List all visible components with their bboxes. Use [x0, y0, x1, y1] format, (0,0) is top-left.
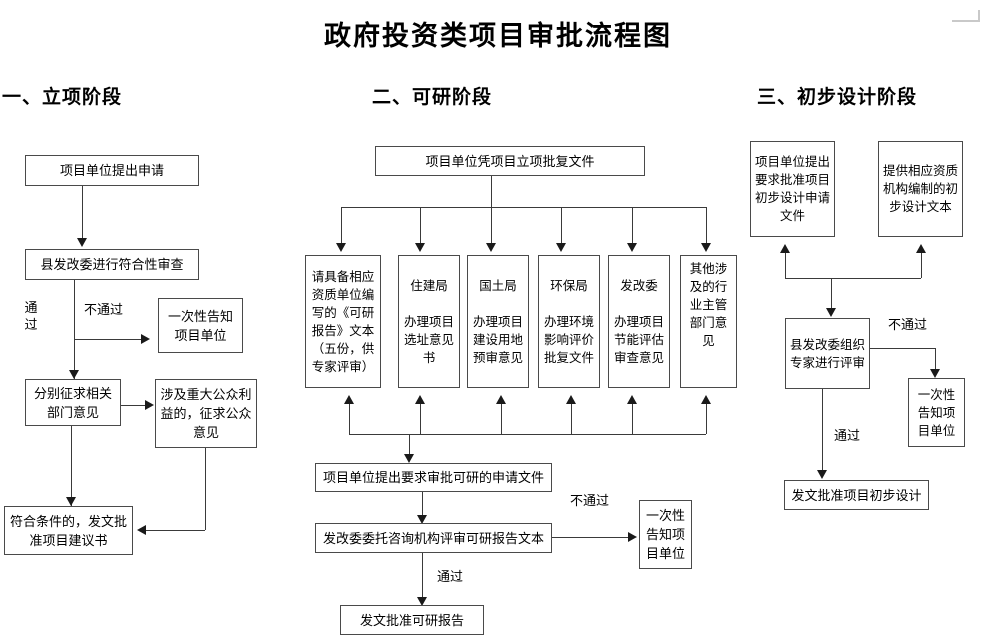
- node-stage2-branch-4[interactable]: 环保局 办理环境影响评价批复文件: [538, 255, 600, 388]
- arrowhead-stage3-expert-approve: [817, 470, 827, 479]
- connector-stage2-root-bus: [491, 176, 492, 207]
- arrowhead-stage1-review-notify: [141, 334, 150, 344]
- node-stage2-root[interactable]: 项目单位凭项目立项批复文件: [375, 146, 645, 176]
- connector-stage2-drop-1: [341, 207, 342, 245]
- node-stage1-apply[interactable]: 项目单位提出申请: [25, 155, 199, 186]
- connector-stage3-merge-bus: [785, 278, 921, 279]
- node-stage1-solicit-depts[interactable]: 分别征求相关部门意见: [25, 379, 121, 426]
- connector-stage2-drop-5: [632, 207, 633, 245]
- arrowhead-stage2-rise-1: [344, 395, 354, 404]
- connector-stage1-review-trunk: [74, 280, 75, 379]
- arrowhead-stage1-solicit-public: [145, 400, 154, 410]
- arrowhead-stage2-apply-expert: [417, 515, 427, 524]
- connector-stage2-expert-approve: [422, 553, 423, 602]
- connector-stage3-rise-left: [785, 252, 786, 278]
- connector-stage2-drop-6: [706, 207, 707, 245]
- arrowhead-stage2-drop-4: [556, 243, 566, 252]
- node-stage2-notify-once[interactable]: 一次性告知项目单位: [639, 500, 692, 569]
- arrowhead-stage2-drop-3: [486, 243, 496, 252]
- connector-stage2-drop-3: [491, 207, 492, 245]
- node-stage1-review[interactable]: 县发改委进行符合性审查: [25, 249, 199, 280]
- node-stage3-expert-review[interactable]: 县发改委组织专家进行评审: [785, 318, 870, 389]
- edge-label-stage1-pass: 通过: [24, 300, 38, 332]
- section-header-stage-2: 二、可研阶段: [372, 87, 493, 108]
- section-header-stage-3: 三、初步设计阶段: [757, 87, 918, 108]
- connector-stage2-expert-notify: [552, 537, 632, 538]
- connector-stage1-review-notify: [74, 339, 146, 340]
- arrowhead-stage2-rise-4: [566, 395, 576, 404]
- node-stage2-branch-3[interactable]: 国土局 办理项目建设用地预审意见: [467, 255, 529, 388]
- node-stage1-public-opinion[interactable]: 涉及重大公众利益的，征求公众意见: [155, 379, 257, 448]
- node-stage2-branch-6[interactable]: 其他涉及的行业主管部门意见: [680, 255, 737, 388]
- connector-stage1-apply-review: [82, 186, 83, 239]
- arrowhead-stage2-drop-2: [415, 243, 425, 252]
- connector-stage2-rise-3: [501, 403, 502, 434]
- connector-stage1-solicit-approve: [71, 426, 72, 506]
- arrowhead-stage1-public-approve: [137, 525, 146, 535]
- arrowhead-stage3-rise-right: [916, 244, 926, 253]
- connector-stage2-distribution-bus: [341, 207, 706, 208]
- connector-stage2-bus-apply: [409, 434, 410, 458]
- arrowhead-stage2-bus-apply: [404, 454, 414, 463]
- arrowhead-stage2-drop-5: [627, 243, 637, 252]
- connector-stage3-bus-expert: [831, 278, 832, 312]
- connector-stage1-public-approve-v: [205, 448, 206, 530]
- connector-stage1-public-approve-h: [144, 530, 205, 531]
- edge-label-stage2-pass: 通过: [437, 569, 464, 584]
- section-header-stage-1: 一、立项阶段: [2, 87, 123, 108]
- connector-stage2-rise-5: [632, 403, 633, 434]
- arrowhead-stage3-rise-left: [780, 244, 790, 253]
- node-stage3-notify-once[interactable]: 一次性告知项目单位: [908, 378, 965, 447]
- node-stage1-approve-proposal[interactable]: 符合条件的，发文批准项目建议书: [4, 506, 133, 555]
- connector-stage3-expert-approve: [822, 389, 823, 475]
- connector-stage2-rise-1: [349, 403, 350, 434]
- connector-stage3-rise-right: [921, 252, 922, 278]
- arrowhead-stage2-expert-notify: [628, 532, 637, 542]
- arrowhead-stage2-expert-approve: [417, 597, 427, 606]
- arrowhead-stage1-review-solicit: [69, 370, 79, 379]
- node-stage3-approve-design[interactable]: 发文批准项目初步设计: [784, 480, 929, 510]
- arrowhead-stage2-rise-6: [701, 395, 711, 404]
- node-stage2-branch-2[interactable]: 住建局 办理项目选址意见书: [398, 255, 460, 388]
- node-stage3-apply-doc[interactable]: 项目单位提出要求批准项目初步设计申请文件: [750, 141, 835, 237]
- connector-stage2-drop-2: [420, 207, 421, 245]
- node-stage2-approve-report[interactable]: 发文批准可研报告: [340, 605, 484, 635]
- connector-stage2-rise-2: [420, 403, 421, 434]
- node-stage3-design-text[interactable]: 提供相应资质机构编制的初步设计文本: [878, 141, 963, 237]
- connector-stage2-rise-6: [706, 403, 707, 434]
- arrowhead-stage2-drop-1: [336, 243, 346, 252]
- node-stage2-branch-1[interactable]: 请具备相应资质单位编写的《可研报告》文本（五份，供专家评审）: [305, 255, 381, 388]
- edge-label-stage3-pass: 通过: [834, 428, 861, 443]
- arrowhead-stage2-rise-5: [627, 395, 637, 404]
- arrowhead-stage3-bus-expert: [826, 308, 836, 317]
- page-title: 政府投资类项目审批流程图: [324, 21, 672, 52]
- edge-label-stage2-fail: 不通过: [570, 493, 610, 508]
- connector-stage2-rise-4: [571, 403, 572, 434]
- connector-stage1-solicit-public: [121, 405, 149, 406]
- arrowhead-stage2-rise-3: [496, 395, 506, 404]
- edge-label-stage1-fail: 不通过: [84, 302, 124, 317]
- arrowhead-stage1-solicit-approve: [66, 497, 76, 506]
- connector-stage2-apply-expert: [422, 492, 423, 519]
- arrowhead-stage2-drop-6: [701, 243, 711, 252]
- arrowhead-stage2-rise-2: [415, 395, 425, 404]
- connector-stage3-expert-notify-h: [870, 348, 935, 349]
- connector-stage2-collector-bus: [349, 434, 706, 435]
- arrowhead-stage1-apply-review: [77, 238, 87, 247]
- edge-label-stage3-fail: 不通过: [888, 317, 928, 332]
- node-stage1-notify-once[interactable]: 一次性告知项目单位: [158, 298, 243, 353]
- connector-stage2-drop-4: [561, 207, 562, 245]
- arrowhead-stage3-expert-notify: [930, 369, 940, 378]
- connector-stage3-expert-notify-v: [935, 348, 936, 373]
- node-stage2-expert-review[interactable]: 发改委委托咨询机构评审可研报告文本: [315, 523, 552, 553]
- node-stage2-branch-5[interactable]: 发改委 办理项目节能评估审查意见: [608, 255, 670, 388]
- node-stage2-apply-review[interactable]: 项目单位提出要求审批可研的申请文件: [315, 463, 552, 492]
